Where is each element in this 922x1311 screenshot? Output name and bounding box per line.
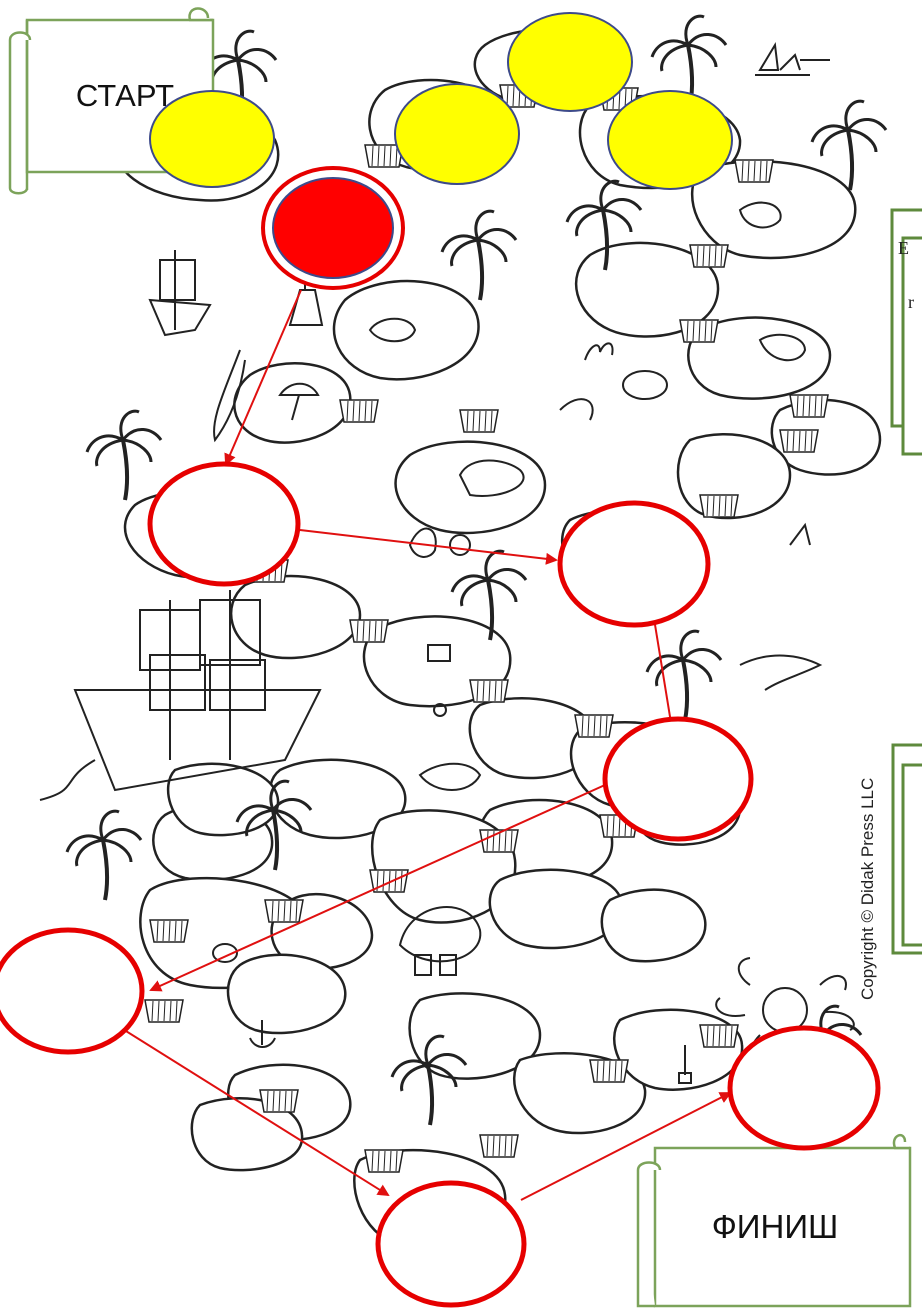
node-yellow-3[interactable] xyxy=(508,13,632,111)
node-current[interactable] xyxy=(263,168,403,288)
node-yellow-4[interactable] xyxy=(608,91,732,189)
side-box-letter: r xyxy=(908,292,914,313)
side-box-bottom xyxy=(893,745,922,953)
node-step-4[interactable] xyxy=(0,930,142,1052)
copyright-text: Copyright © Didak Press LLC xyxy=(858,640,878,1000)
node-finish[interactable] xyxy=(730,1028,878,1148)
node-step-5[interactable] xyxy=(378,1183,524,1305)
finish-label: ФИНИШ xyxy=(660,1208,890,1246)
node-step-3[interactable] xyxy=(605,719,751,839)
node-yellow-2[interactable] xyxy=(395,84,519,184)
start-label: СТАРТ xyxy=(40,78,210,114)
node-step-1[interactable] xyxy=(150,464,298,584)
node-step-2[interactable] xyxy=(560,503,708,625)
side-box-letter: E xyxy=(898,238,909,259)
